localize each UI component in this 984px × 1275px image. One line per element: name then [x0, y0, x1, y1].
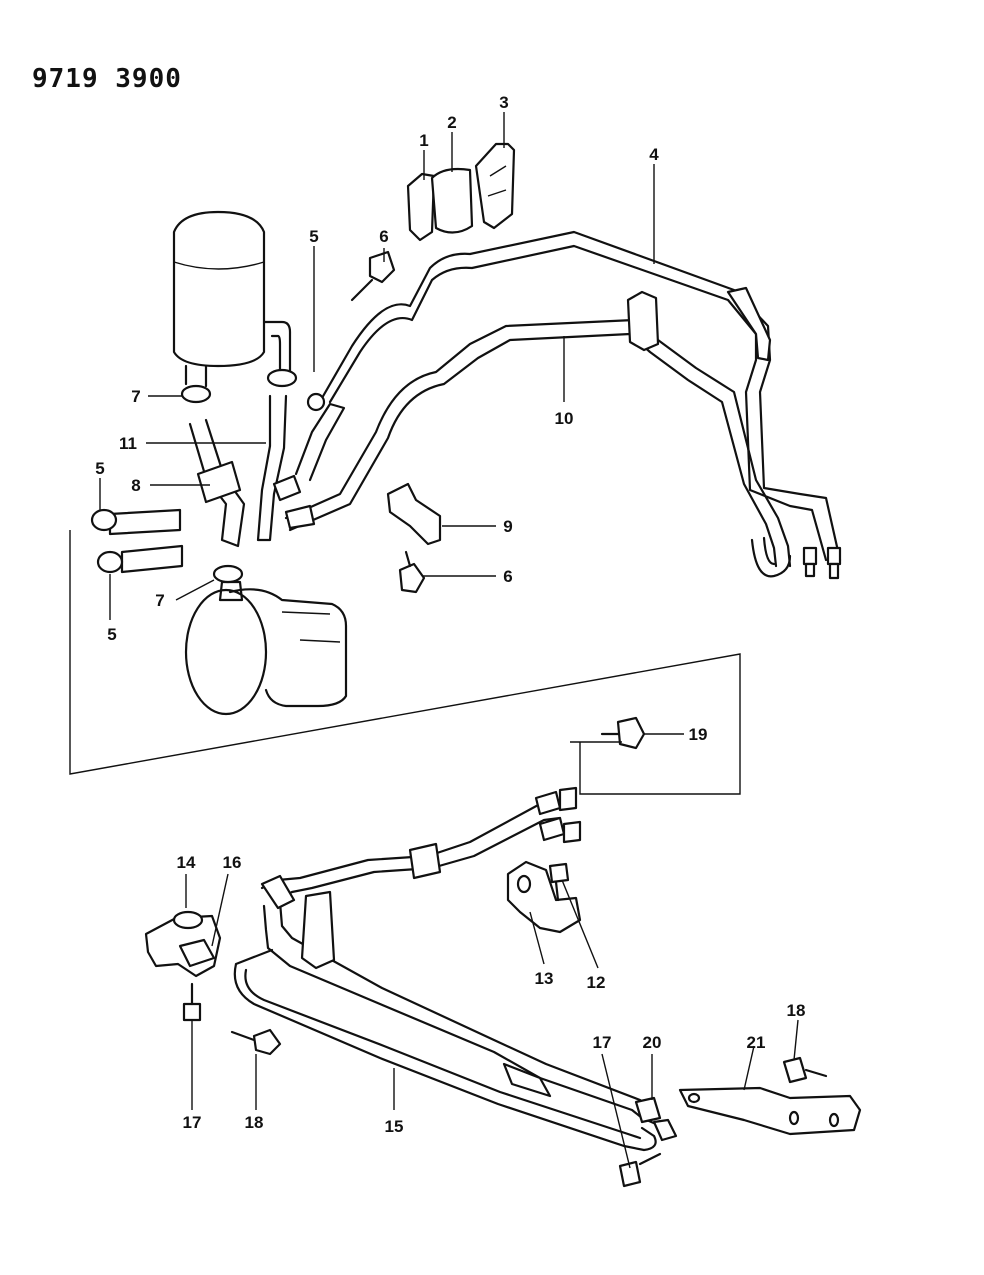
fitting-20: [634, 1096, 678, 1142]
frame-outline: [69, 530, 741, 795]
tube-clip-9: [386, 482, 442, 546]
callout-2: 2: [447, 113, 456, 132]
callout-4: 4: [649, 145, 659, 164]
clamp-part-3: [474, 142, 516, 230]
bolt-6: [350, 250, 426, 594]
callout-14: 14: [177, 853, 196, 872]
reservoir-tank: [172, 210, 292, 388]
callout-12: 12: [587, 973, 606, 992]
steering-pump: [184, 580, 348, 716]
pressure-tube-4: [320, 230, 842, 562]
callout-18-right: 18: [787, 1001, 806, 1020]
callout-16: 16: [223, 853, 242, 872]
bolt-18: [230, 1028, 828, 1084]
clamp-part-1: [406, 172, 436, 242]
callout-8: 8: [131, 476, 140, 495]
callout-5-bottom: 5: [107, 625, 116, 644]
lower-tube-fittings: [534, 786, 582, 844]
bracket-21: [678, 1086, 862, 1136]
callout-17-right: 17: [593, 1033, 612, 1052]
callout-7-bottom: 7: [155, 591, 164, 610]
hose-11: [256, 394, 288, 542]
callout-5-top: 5: [309, 227, 318, 246]
callout-10: 10: [555, 409, 574, 428]
bracket-14: [144, 910, 222, 978]
callout-21: 21: [747, 1033, 766, 1052]
hose-clamp-5: [90, 368, 326, 574]
pressure-hose: [272, 402, 346, 530]
callout-6-top: 6: [379, 227, 388, 246]
return-tube-10: [284, 290, 792, 578]
bracket-13: [506, 860, 582, 934]
hose-clamp-7: [180, 384, 244, 584]
bolt-19: [570, 716, 646, 750]
diagram-id: 9719 3900: [32, 64, 182, 94]
clamp-part-2: [430, 167, 474, 234]
callout-20: 20: [643, 1033, 662, 1052]
callout-11: 11: [119, 434, 137, 453]
callout-labels: 1 2 3 4 5 5 5 6 6 7 7 8 9 10 11 12 13 14…: [95, 93, 805, 1136]
hose-8: [188, 418, 246, 548]
tube-assembly-15: [233, 798, 658, 1152]
leader-lines: [99, 112, 799, 1169]
callout-3: 3: [499, 93, 508, 112]
callout-15: 15: [385, 1117, 404, 1136]
tube-fitting-ends: [802, 546, 842, 580]
bolt-17: [182, 982, 662, 1188]
callout-13: 13: [535, 969, 554, 988]
callout-6-bottom: 6: [503, 567, 512, 586]
callout-18-left: 18: [245, 1113, 264, 1132]
callout-9: 9: [503, 517, 512, 536]
callout-7-top: 7: [131, 387, 140, 406]
callout-17-left: 17: [183, 1113, 202, 1132]
callout-5-left: 5: [95, 459, 104, 478]
callout-19: 19: [689, 725, 708, 744]
bolt-12: [548, 862, 570, 902]
callout-1: 1: [419, 131, 428, 150]
